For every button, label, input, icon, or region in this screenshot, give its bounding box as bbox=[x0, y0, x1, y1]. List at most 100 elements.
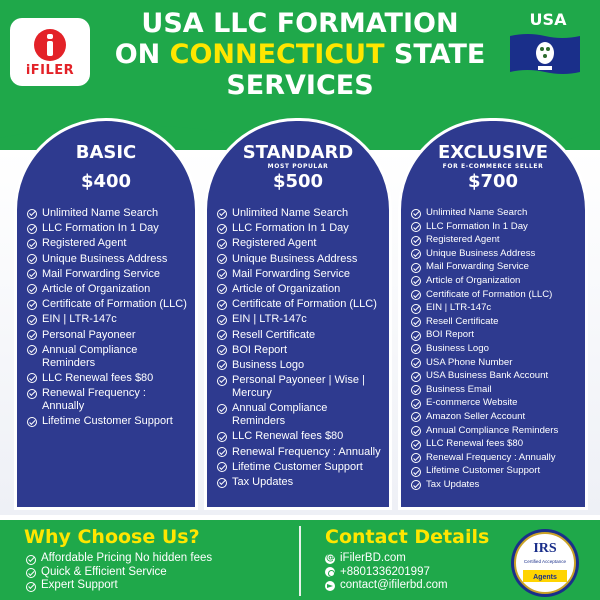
list-item: Registered Agent bbox=[217, 237, 383, 250]
list-item-text: E-commerce Website bbox=[426, 397, 518, 409]
plan-header: STANDARD MOST POPULAR $500 bbox=[207, 121, 389, 205]
check-circle-icon bbox=[411, 466, 421, 477]
list-item: Unlimited Name Search bbox=[411, 207, 579, 219]
check-circle-icon bbox=[217, 208, 227, 219]
ifiler-logo-icon bbox=[34, 28, 66, 61]
title-line-2: ON CONNECTICUT STATE bbox=[100, 39, 500, 70]
list-item-text: Resell Certificate bbox=[232, 328, 316, 341]
list-item-text: BOI Report bbox=[426, 329, 474, 341]
contact-website-text: iFilerBD.com bbox=[340, 552, 406, 564]
plan-price: $500 bbox=[272, 171, 324, 192]
country-label: USA bbox=[529, 10, 567, 29]
list-item: LLC Formation In 1 Day bbox=[411, 221, 579, 233]
list-item-text: Tax Updates bbox=[426, 478, 480, 490]
check-circle-icon bbox=[411, 222, 421, 233]
plan-price: $400 bbox=[80, 171, 132, 192]
list-item: Registered Agent bbox=[27, 237, 189, 250]
check-circle-icon bbox=[411, 249, 421, 260]
footer-divider bbox=[299, 526, 301, 596]
plan-card-standard[interactable]: STANDARD MOST POPULAR $500 Unlimited Nam… bbox=[204, 118, 392, 510]
list-item-text: Unique Business Address bbox=[426, 247, 536, 259]
check-circle-icon bbox=[411, 358, 421, 369]
list-item-text: Resell Certificate bbox=[426, 315, 499, 327]
list-item: Business Logo bbox=[411, 343, 579, 355]
list-item: Article of Organization bbox=[217, 283, 383, 296]
list-item-text: Business Logo bbox=[426, 342, 489, 354]
plan-name: EXCLUSIVE bbox=[437, 142, 549, 163]
check-circle-icon bbox=[27, 373, 37, 384]
list-item-text: Quick & Efficient Service bbox=[41, 565, 167, 578]
check-circle-icon bbox=[26, 568, 36, 578]
contact-email-text: contact@ifilerbd.com bbox=[340, 579, 448, 591]
list-item: Unique Business Address bbox=[217, 253, 383, 266]
list-item-text: Article of Organization bbox=[42, 282, 151, 295]
check-circle-icon bbox=[217, 345, 227, 356]
list-item: Expert Support bbox=[26, 579, 212, 593]
check-circle-icon bbox=[27, 416, 37, 427]
plan-price: $700 bbox=[467, 171, 519, 192]
check-circle-icon bbox=[411, 453, 421, 464]
contact-website[interactable]: iFilerBD.com bbox=[325, 552, 448, 566]
list-item: Lifetime Customer Support bbox=[217, 461, 383, 474]
list-item-text: Mail Forwarding Service bbox=[42, 267, 160, 280]
list-item-text: LLC Formation In 1 Day bbox=[42, 222, 159, 235]
list-item: E-commerce Website bbox=[411, 397, 579, 409]
list-item-text: USA Business Bank Account bbox=[426, 370, 549, 382]
list-item-text: Certificate of Formation (LLC) bbox=[426, 288, 553, 300]
list-item-text: Unlimited Name Search bbox=[42, 207, 159, 219]
list-item-text: Business Logo bbox=[232, 358, 305, 371]
list-item: LLC Renewal fees $80 bbox=[217, 430, 383, 443]
check-circle-icon bbox=[26, 581, 36, 592]
why-choose-title: Why Choose Us? bbox=[24, 526, 200, 548]
list-item: Article of Organization bbox=[411, 275, 579, 287]
check-circle-icon bbox=[27, 223, 37, 234]
contact-list: iFilerBD.com +8801336201997 contact@ifil… bbox=[325, 552, 448, 593]
plan-name: BASIC bbox=[75, 142, 137, 163]
list-item: Resell Certificate bbox=[411, 316, 579, 328]
list-item: USA Phone Number bbox=[411, 357, 579, 369]
list-item-text: Certificate of Formation (LLC) bbox=[42, 298, 187, 311]
list-item: EIN | LTR-147c bbox=[411, 302, 579, 314]
contact-title: Contact Details bbox=[325, 526, 490, 548]
list-item-text: LLC Formation In 1 Day bbox=[232, 222, 349, 235]
plan-header: EXCLUSIVE FOR E-COMMERCE SELLER $700 bbox=[401, 121, 585, 205]
list-item: Certificate of Formation (LLC) bbox=[217, 298, 383, 311]
list-item: Quick & Efficient Service bbox=[26, 566, 212, 580]
title-line-3: SERVICES bbox=[226, 70, 374, 101]
check-circle-icon bbox=[411, 208, 421, 219]
check-circle-icon bbox=[27, 238, 37, 249]
list-item: Mail Forwarding Service bbox=[217, 268, 383, 281]
check-circle-icon bbox=[411, 439, 421, 450]
check-circle-icon bbox=[217, 330, 227, 340]
list-item-text: Mail Forwarding Service bbox=[232, 267, 350, 280]
list-item: Mail Forwarding Service bbox=[27, 268, 189, 281]
list-item: Lifetime Customer Support bbox=[411, 465, 579, 477]
contact-email[interactable]: contact@ifilerbd.com bbox=[325, 579, 448, 593]
list-item-text: Certificate of Formation (LLC) bbox=[232, 298, 377, 311]
list-item: Resell Certificate bbox=[217, 329, 383, 342]
list-item-text: Tax Updates bbox=[232, 476, 294, 488]
plan-header: BASIC $400 bbox=[17, 121, 195, 205]
check-circle-icon bbox=[27, 208, 37, 219]
check-circle-icon bbox=[217, 447, 227, 458]
check-circle-icon bbox=[217, 431, 227, 442]
list-item: Registered Agent bbox=[411, 234, 579, 246]
brand-logo[interactable]: iFILER bbox=[10, 18, 90, 86]
list-item-text: Registered Agent bbox=[232, 237, 317, 250]
connecticut-flag-icon bbox=[510, 34, 580, 74]
check-circle-icon bbox=[411, 426, 421, 436]
check-circle-icon bbox=[217, 299, 227, 310]
whatsapp-icon bbox=[325, 567, 335, 578]
plan-card-exclusive[interactable]: EXCLUSIVE FOR E-COMMERCE SELLER $700 Unl… bbox=[398, 118, 588, 510]
list-item-text: LLC Renewal fees $80 bbox=[426, 438, 524, 450]
list-item-text: BOI Report bbox=[232, 343, 288, 356]
list-item: Unique Business Address bbox=[411, 248, 579, 260]
list-item: Unique Business Address bbox=[27, 253, 189, 266]
list-item: LLC Renewal fees $80 bbox=[411, 438, 579, 450]
list-item-text: EIN | LTR-147c bbox=[232, 313, 307, 326]
contact-phone[interactable]: +8801336201997 bbox=[325, 566, 448, 580]
list-item-text: Affordable Pricing No hidden fees bbox=[41, 552, 213, 564]
